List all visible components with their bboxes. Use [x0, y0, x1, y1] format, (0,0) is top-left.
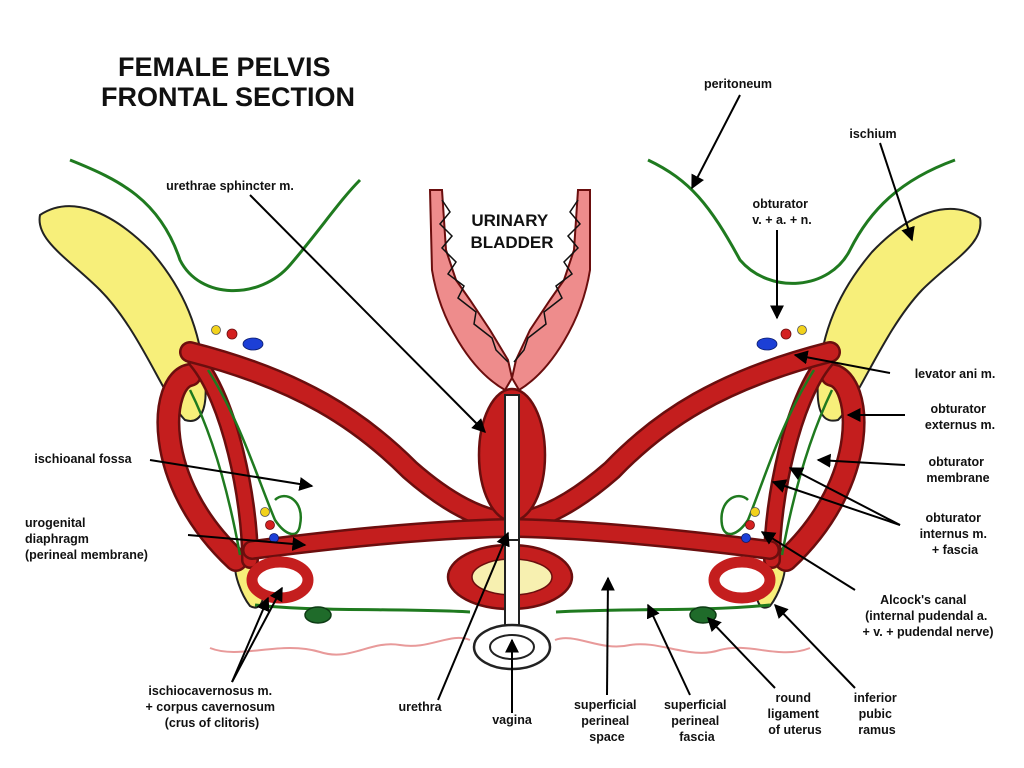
label-vagina: vagina: [492, 713, 533, 727]
diagram-title: FEMALE PELVIS FRONTAL SECTION: [101, 52, 355, 112]
label-obturator-vessels: obturator v. + a. + n.: [752, 197, 812, 227]
round-ligament-right: [689, 606, 717, 624]
label-obturator-membrane: obturator membrane: [926, 455, 989, 485]
label-obturator-externus: obturator externus m.: [925, 402, 995, 432]
label-ischioanal-fossa: ischioanal fossa: [34, 452, 132, 466]
label-peritoneum: peritoneum: [704, 77, 772, 91]
label-urogenital-diaphragm: urogenital diaphragm (perineal membrane): [25, 516, 148, 562]
pointer-lines: [149, 94, 915, 713]
obturator-internus-left: [189, 353, 257, 567]
label-ischium: ischium: [849, 127, 896, 141]
obturator-bundle-right: [756, 325, 807, 351]
urethra-lower: [504, 539, 520, 626]
ischiocavernosus-right: [708, 556, 776, 604]
bladder-wall-right: [510, 189, 591, 392]
label-alcocks-canal: Alcock's canal (internal pudendal a. + v…: [862, 593, 993, 639]
label-urethrae-sphincter: urethrae sphincter m.: [166, 179, 294, 193]
alcocks-canal-right: [741, 507, 760, 543]
bladder-lining: [438, 199, 509, 363]
label-inferior-pubic-ramus: inferior pubic ramus: [854, 691, 901, 737]
peritoneum-right: [647, 158, 956, 285]
label-obturator-internus: obturator internus m. + fascia: [920, 511, 991, 557]
urogenital-diaphragm-right: [511, 520, 778, 558]
obturator-bundle-left: [211, 325, 264, 351]
obturator-fascia-right: [720, 369, 816, 536]
label-superficial-perineal-space: superficial perineal space: [574, 698, 640, 744]
obturator-externus-left: [158, 365, 246, 570]
obturator-fascia-left: [206, 369, 303, 536]
urogenital-diaphragm-left: [244, 520, 513, 558]
levator-ani-right: [510, 343, 839, 531]
peritoneum-left: [69, 158, 362, 293]
alcocks-canal-left: [260, 507, 279, 543]
obturator-externus-right: [776, 365, 864, 570]
label-superficial-perineal-fascia: superficial perineal fascia: [664, 698, 730, 744]
superficial-perineal-fascia: [254, 603, 771, 614]
label-round-ligament: round ligament of uterus: [768, 691, 823, 737]
label-levator-ani: levator ani m.: [915, 367, 996, 381]
ischium-left: [38, 205, 207, 422]
round-ligament-left: [304, 606, 332, 624]
bladder-lining-right: [513, 199, 582, 363]
skin-line: [209, 636, 811, 656]
bladder-label: URINARY BLADDER: [470, 211, 553, 252]
bladder-wall-left: [428, 189, 514, 392]
label-urethra: urethra: [398, 700, 442, 714]
label-ischiocavernosus: ischiocavernosus m. + corpus cavernosum …: [145, 684, 278, 730]
levator-ani-left: [181, 343, 514, 531]
